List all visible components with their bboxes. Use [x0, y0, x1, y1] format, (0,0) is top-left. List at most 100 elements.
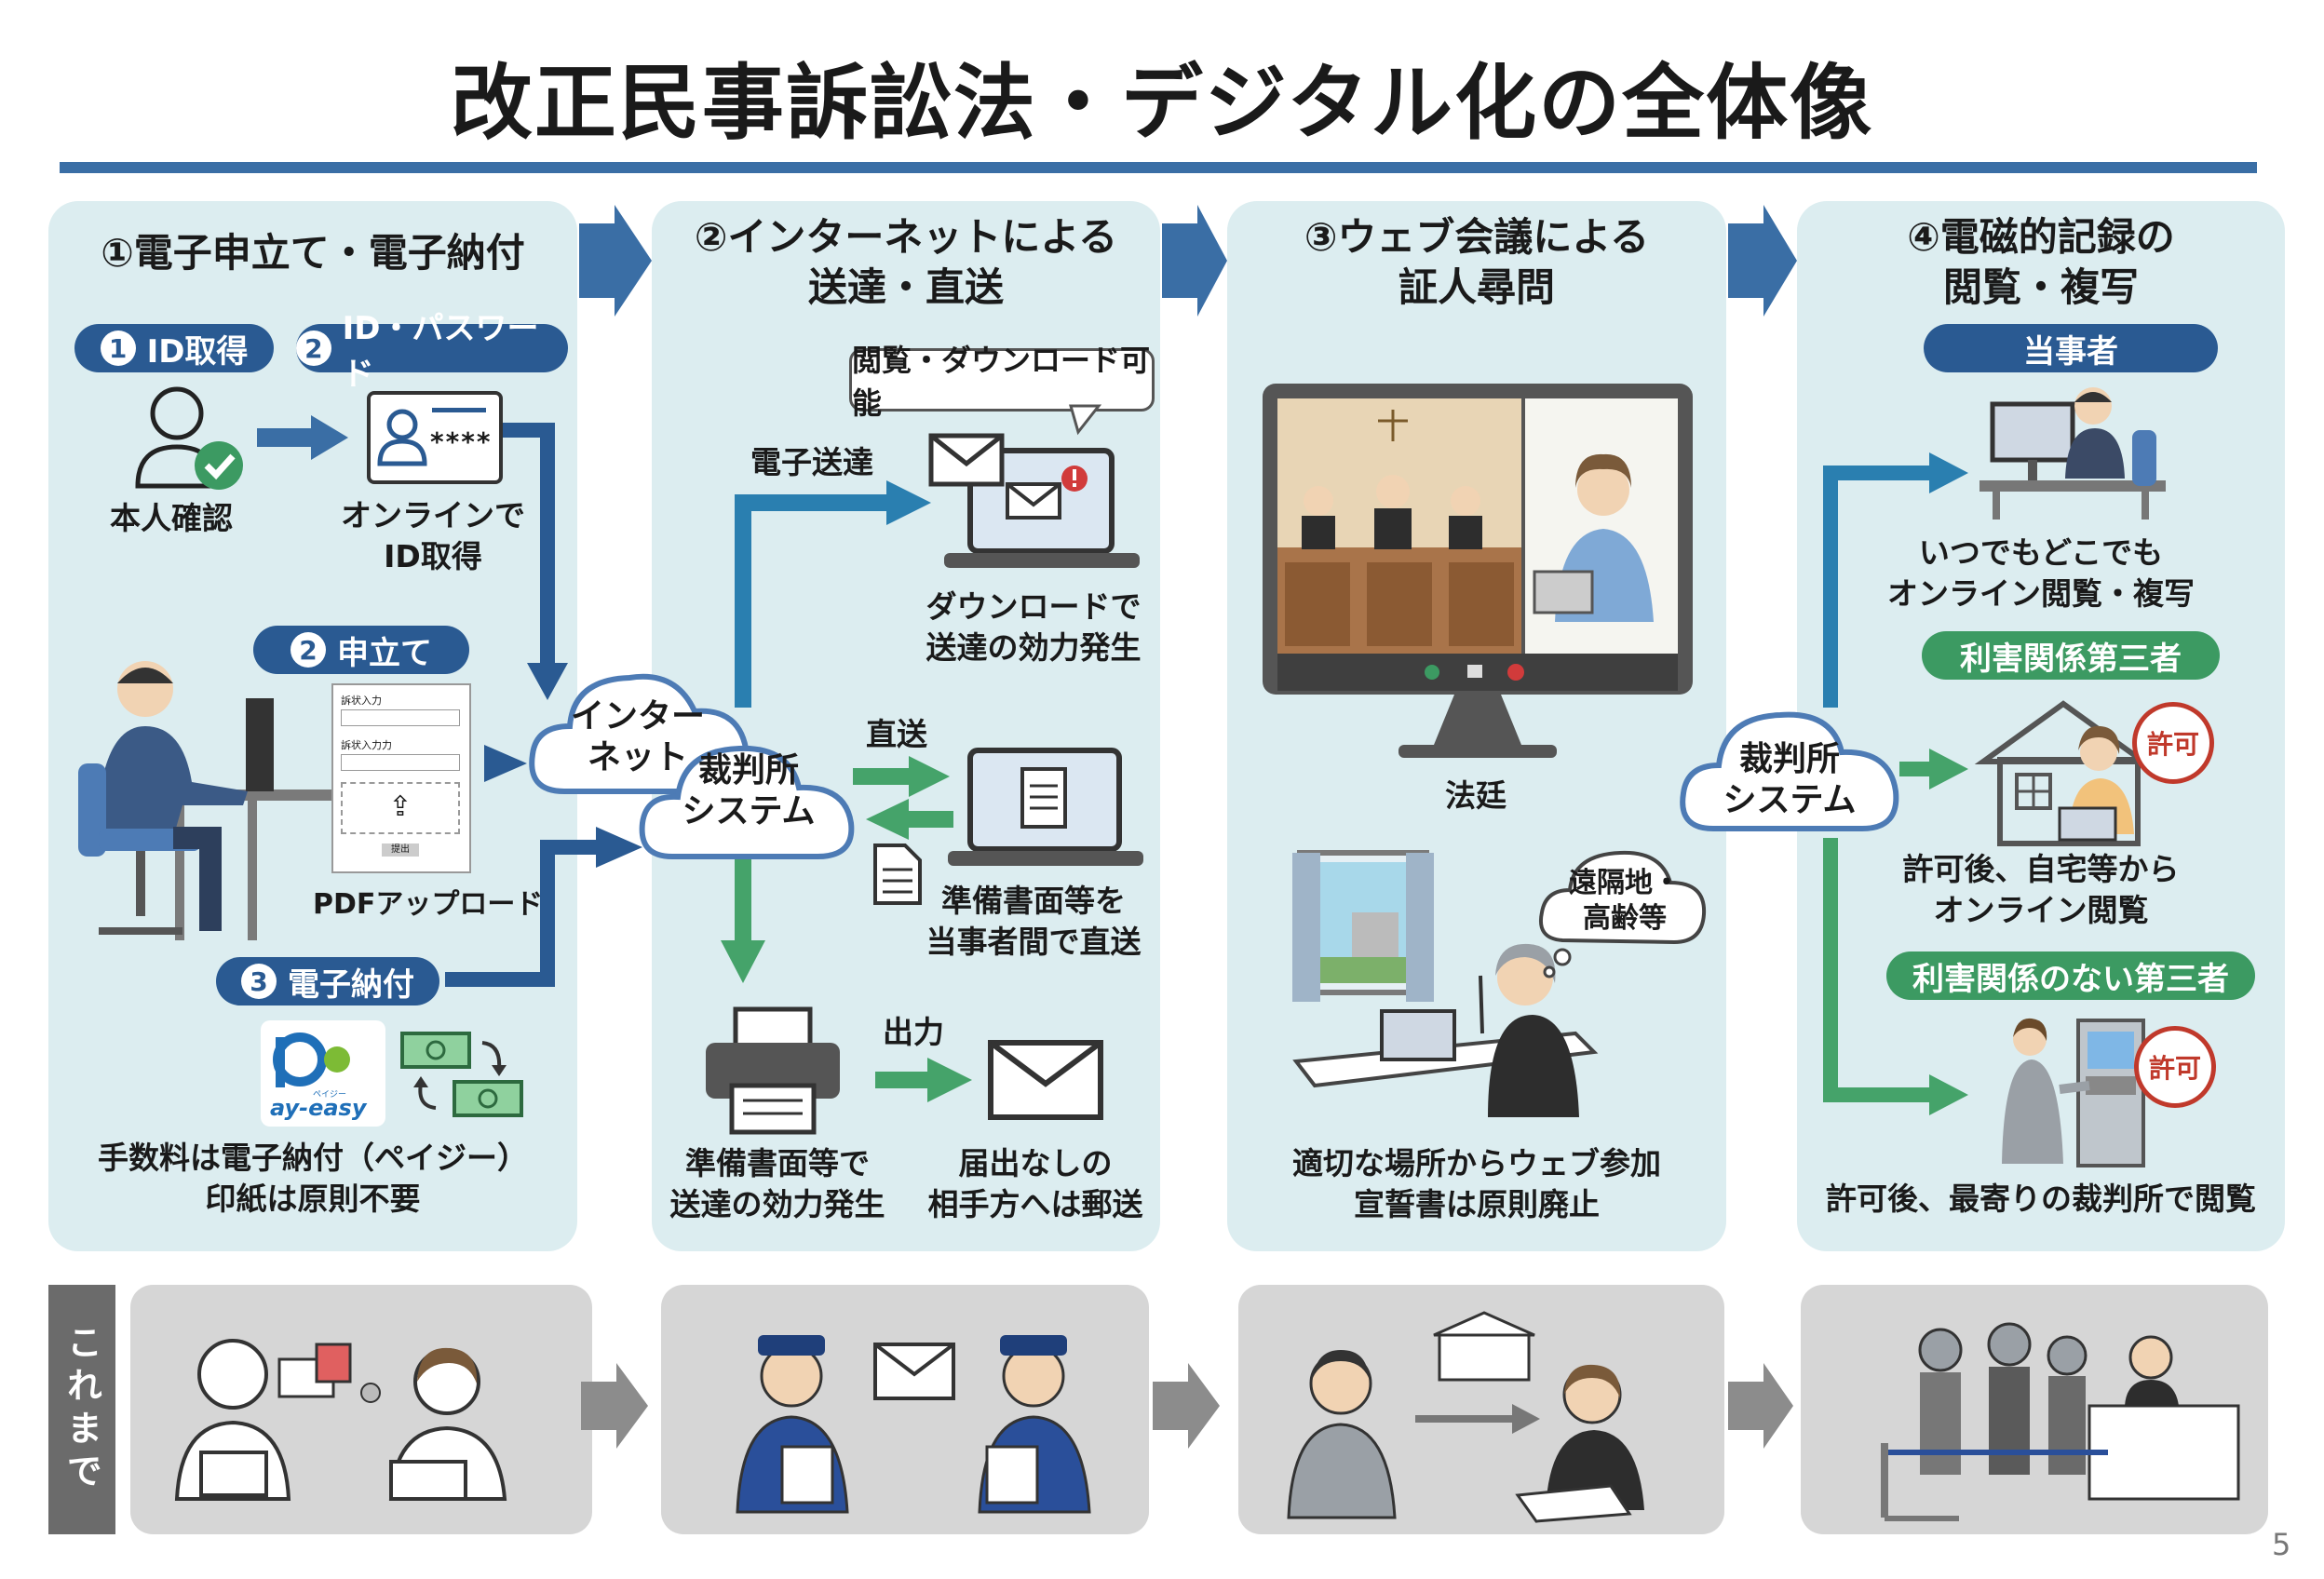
panel4-title-line1: ④電磁的記録の: [1907, 214, 2175, 260]
pill-label: ID・パスワード: [342, 310, 539, 393]
interested-caption: 許可後、自宅等から オンライン閲覧: [1797, 849, 2285, 931]
laptop-document-icon: [948, 748, 1143, 866]
pill-e-payment: 3 電子納付: [216, 957, 439, 1005]
id-card-icon: ****: [367, 391, 503, 484]
party-at-computer-illustration: [1979, 387, 2166, 520]
page-number: 5: [2272, 1527, 2291, 1562]
pill-number: 1: [100, 331, 136, 366]
permission-seal: 許可: [2134, 1026, 2216, 1108]
panel-arrows: [579, 205, 1797, 317]
court-system-line2: システム: [682, 792, 816, 830]
permission-seal: 許可: [2132, 702, 2214, 784]
pill-label: ID取得: [146, 332, 249, 371]
court-system-cloud-icon: [639, 745, 855, 859]
panel3-title-line1: ③ウェブ会議による: [1304, 214, 1650, 260]
direct-send-caption-line2: 当事者間で直送: [926, 924, 1142, 960]
court-system-line1: 裁判所: [697, 751, 799, 790]
panel1-flow-arrows: [445, 423, 642, 987]
document-icon: [873, 843, 922, 905]
print-caption-line1: 準備書面等で: [685, 1145, 870, 1181]
home-viewing-illustration: [1974, 700, 2153, 846]
direct-send-caption-line1: 準備書面等を: [941, 883, 1126, 919]
mail-caption-line2: 相手方へは郵送: [927, 1186, 1143, 1222]
court-system-cloud-icon-2: [1680, 711, 1899, 831]
payment-caption: 手数料は電子納付（ペイジー） 印紙は原則不要: [48, 1138, 577, 1220]
direct-send-caption: 準備書面等を 当事者間で直送: [894, 881, 1173, 963]
uninterested-caption: 許可後、最寄りの裁判所で閲覧: [1826, 1181, 2256, 1217]
thought-cloud-icon: [1539, 850, 1707, 978]
court-system-label: 裁判所 システム: [665, 750, 832, 832]
form-field[interactable]: [341, 754, 460, 771]
online-id-caption: オンラインで ID取得: [335, 495, 531, 577]
upload-dropzone[interactable]: ⇪: [341, 782, 460, 834]
thought-line2: 高齢等: [1583, 902, 1667, 935]
old-postal-illustration: [736, 1335, 1091, 1514]
pill-interested-third-party: 利害関係第三者: [1922, 631, 2220, 680]
person-at-desk-illustration: [78, 661, 369, 940]
pill-number: 3: [241, 964, 277, 999]
application-form: 訴状入力 訴状入力力 ⇪ 提出: [331, 683, 471, 873]
party-caption: いつでもどこでも オンライン閲覧・複写: [1797, 533, 2285, 614]
pill-uninterested-third-party: 利害関係のない第三者: [1886, 951, 2255, 1000]
form-submit-button[interactable]: 提出: [382, 843, 419, 857]
courtroom-caption: 法廷: [1445, 777, 1507, 814]
printer-icon: [706, 1006, 840, 1135]
pill-party: 当事者: [1924, 324, 2218, 372]
download-caption-line1: ダウンロードで: [926, 588, 1142, 625]
panel2-title-line1: ②インターネットによる: [694, 214, 1118, 260]
download-caption-line2: 送達の効力発生: [926, 629, 1142, 666]
web-conference-monitor: [1263, 384, 1693, 758]
payment-caption-line1: 手数料は電子納付（ペイジー）: [98, 1140, 528, 1176]
mail-caption-line1: 届出なしの: [958, 1145, 1113, 1181]
mail-envelope-icon: [988, 1040, 1103, 1120]
online-id-caption-line2: ID取得: [384, 538, 482, 574]
internet-cloud-line2: ネット: [587, 738, 688, 776]
form-label: 訴状入力: [341, 695, 382, 707]
bottom-row-arrows: [581, 1363, 1793, 1449]
panel3-title-line2: 証人尋問: [1398, 264, 1555, 310]
web-participation-line2: 宣誓書は原則廃止: [1354, 1186, 1600, 1222]
panel4-flow-arrows: [1823, 452, 1968, 1115]
form-field[interactable]: [341, 709, 460, 726]
arrow-id-to-card: [257, 415, 348, 460]
payment-caption-line2: 印紙は原則不要: [205, 1181, 421, 1217]
print-caption: 準備書面等で 送達の効力発生: [652, 1143, 903, 1225]
web-participation-line1: 適切な場所からウェブ参加: [1292, 1145, 1661, 1181]
interested-caption-line1: 許可後、自宅等から: [1902, 851, 2180, 887]
print-caption-line2: 送達の効力発生: [669, 1186, 885, 1222]
id-card-line: [432, 408, 486, 412]
court-system-line2: システム: [1723, 781, 1857, 819]
pdf-upload-caption: PDFアップロード: [313, 888, 544, 921]
panel2-title-line2: 送達・直送: [807, 264, 1004, 310]
password-mask: ****: [430, 426, 493, 457]
download-available-bubble: 閲覧・ダウンロード可能: [849, 343, 1155, 421]
party-caption-line1: いつでもどこでも: [1918, 534, 2164, 571]
court-terminal-illustration: [2002, 1018, 2145, 1167]
previously-side-label: これまで: [48, 1285, 115, 1534]
old-filing-illustration: [174, 1339, 507, 1501]
court-system-label-2: 裁判所 システム: [1706, 739, 1873, 821]
pill-label: 申立て: [337, 634, 432, 672]
direct-send-label: 直送: [866, 716, 927, 752]
pill-id-acquire: 1 ID取得: [74, 324, 274, 372]
laptop-notification-icon: [944, 448, 1140, 568]
panel2-title: ②インターネットによる 送達・直送: [652, 212, 1160, 313]
pill-id-password: 2 ID・パスワード: [296, 310, 568, 393]
pill-apply: 2 申立て: [253, 626, 469, 674]
identity-verified-icon: [135, 386, 243, 490]
party-caption-line2: オンライン閲覧・複写: [1887, 575, 2195, 612]
bubble-tail: [1069, 404, 1102, 436]
thought-line1: 遠隔地・: [1569, 867, 1681, 899]
money-exchange-icon: [400, 1032, 523, 1117]
payeasy-logo-text: ay-easy: [270, 1095, 367, 1121]
output-label: 出力: [883, 1014, 944, 1050]
thought-cloud-text: 遠隔地・ 高齢等: [1546, 866, 1704, 937]
envelope-icon: [928, 433, 1005, 487]
panel4-title: ④電磁的記録の 閲覧・複写: [1797, 212, 2285, 313]
panel3-title: ③ウェブ会議による 証人尋問: [1227, 212, 1726, 313]
online-id-caption-line1: オンラインで: [341, 497, 525, 533]
panel4-title-line2: 閲覧・複写: [1942, 264, 2139, 310]
internet-cloud-label: インター ネット: [559, 696, 717, 778]
pill-number: 2: [296, 331, 331, 366]
remote-witness-illustration: [1292, 850, 1599, 1117]
